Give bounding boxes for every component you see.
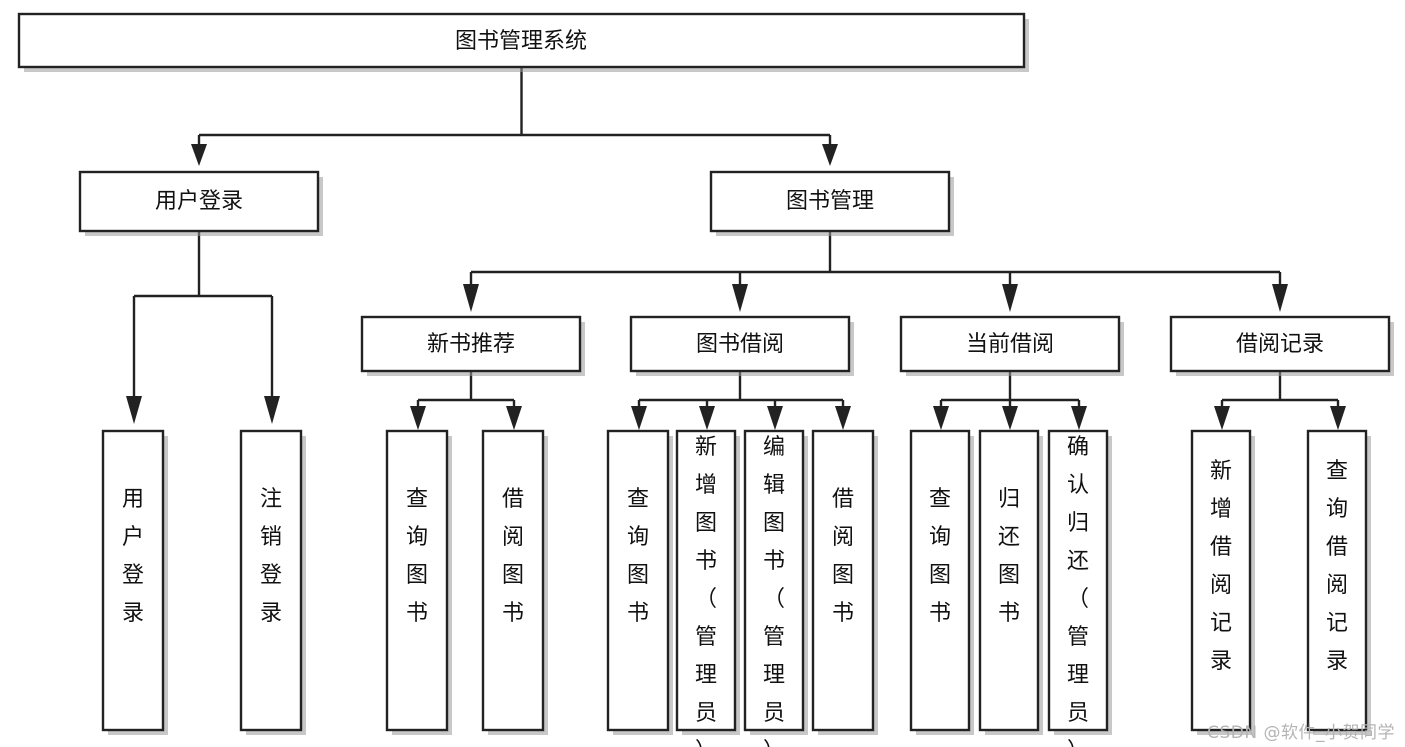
- node-leaf2-label: 注销登录: [260, 487, 282, 626]
- node-leaf8-label: 借阅图书: [832, 487, 854, 626]
- arrow-head-login: [191, 144, 207, 166]
- node-login[interactable]: 用户登录: [78, 170, 323, 236]
- node-current-label: 当前借阅: [966, 332, 1054, 357]
- node-leaf13[interactable]: 查询借阅记录: [1306, 429, 1371, 735]
- connector-group-login: [126, 231, 280, 424]
- node-leaf2[interactable]: 注销登录: [239, 429, 306, 735]
- node-leaf1[interactable]: 用户登录: [101, 429, 168, 735]
- arrow-head-leaf4: [506, 406, 522, 430]
- arrow-head-leaf3: [410, 406, 426, 430]
- node-leaf11[interactable]: 确认归还（管理员）: [1047, 429, 1112, 747]
- arrow-head-leaf2: [264, 396, 280, 424]
- arrow-head-leaf7: [767, 406, 783, 430]
- node-leaf11-label: 确认归还（管理员）: [1067, 435, 1089, 747]
- node-bookmgmt-label: 图书管理: [786, 189, 874, 214]
- node-leaf7[interactable]: 编辑图书（管理员）: [743, 429, 808, 747]
- node-leaf9-label: 查询图书: [929, 487, 951, 626]
- node-leaf5-label: 查询图书: [627, 487, 649, 626]
- connector-group-root: [191, 67, 838, 166]
- node-leaf6[interactable]: 新增图书（管理员）: [675, 429, 740, 747]
- arrow-head-leaf13: [1330, 406, 1346, 430]
- arrow-head-leaf5: [631, 406, 647, 430]
- node-root[interactable]: 图书管理系统: [17, 12, 1029, 72]
- node-root-label: 图书管理系统: [455, 29, 587, 54]
- arrow-head-leaf6: [699, 406, 715, 430]
- arrow-head-borrow: [732, 284, 748, 312]
- connector-group-current: [933, 372, 1087, 430]
- node-newbook-label: 新书推荐: [427, 332, 515, 357]
- node-leaf12[interactable]: 新增借阅记录: [1190, 429, 1255, 735]
- node-borrow-label: 图书借阅: [696, 332, 784, 357]
- arrow-head-leaf8: [835, 406, 851, 430]
- arrow-head-leaf11: [1071, 406, 1087, 430]
- arrow-head-leaf9: [933, 406, 949, 430]
- node-leaf8[interactable]: 借阅图书: [811, 429, 878, 735]
- node-leaf1-label: 用户登录: [122, 487, 144, 626]
- arrow-head-bookmgmt: [822, 144, 838, 166]
- node-leaf4[interactable]: 借阅图书: [481, 429, 548, 735]
- node-leaf10-label: 归还图书: [998, 487, 1020, 626]
- connector-group-newbook: [410, 372, 522, 430]
- node-leaf5[interactable]: 查询图书: [606, 429, 673, 735]
- connector-group-bookmgmt: [463, 231, 1288, 312]
- node-newbook[interactable]: 新书推荐: [360, 315, 585, 376]
- node-leaf4-label: 借阅图书: [502, 487, 524, 626]
- node-current[interactable]: 当前借阅: [899, 315, 1124, 376]
- node-records[interactable]: 借阅记录: [1169, 315, 1394, 376]
- arrow-head-leaf10: [1002, 406, 1018, 430]
- arrow-head-records: [1272, 284, 1288, 312]
- node-leaf9[interactable]: 查询图书: [909, 429, 974, 735]
- node-leaf3[interactable]: 查询图书: [385, 429, 452, 735]
- arrow-head-leaf12: [1214, 406, 1230, 430]
- node-leaf13-label: 查询借阅记录: [1326, 459, 1348, 674]
- arrow-head-newbook: [463, 284, 479, 312]
- node-leaf12-label: 新增借阅记录: [1210, 459, 1232, 674]
- node-bookmgmt[interactable]: 图书管理: [709, 170, 954, 236]
- connector-group-records: [1214, 372, 1346, 430]
- node-borrow[interactable]: 图书借阅: [629, 315, 854, 376]
- node-login-label: 用户登录: [155, 189, 243, 214]
- node-leaf6-label: 新增图书（管理员）: [695, 435, 717, 747]
- arrow-head-current: [1002, 284, 1018, 312]
- csdn-watermark: CSDN @软件_小贺同学: [1207, 723, 1395, 743]
- arrow-head-leaf1: [126, 396, 142, 424]
- node-leaf3-label: 查询图书: [406, 487, 428, 626]
- connector-group-borrow: [631, 372, 851, 430]
- node-leaf7-label: 编辑图书（管理员）: [763, 435, 785, 747]
- node-leaf10[interactable]: 归还图书: [978, 429, 1043, 735]
- node-records-label: 借阅记录: [1236, 332, 1324, 357]
